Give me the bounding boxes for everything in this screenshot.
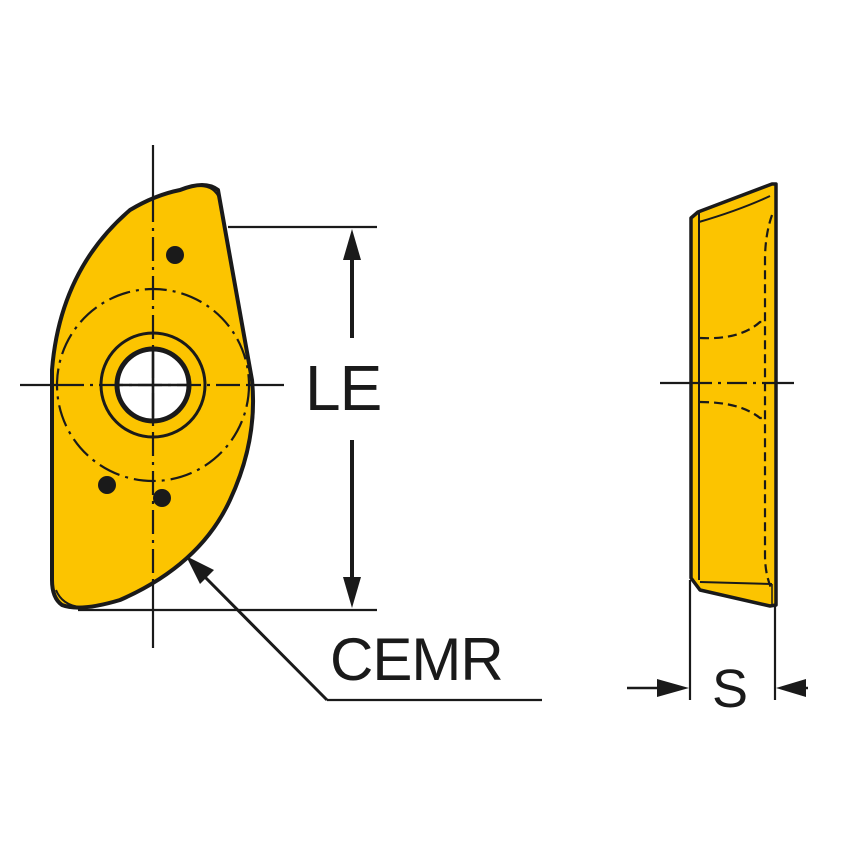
cemr-label: CEMR [330,626,504,693]
side-view [660,182,794,608]
arrow-left-icon [776,679,806,697]
le-dimension [78,225,377,612]
le-label: LE [305,352,382,424]
arrow-down-icon [343,577,361,608]
s-label: S [712,659,749,719]
leader-arrow-icon [186,556,214,584]
cemr-leader [186,556,542,702]
arrow-right-icon [657,679,689,697]
marker-dot [166,246,184,264]
s-dimension [627,580,808,700]
hidden-line-upper [699,320,765,340]
front-view [20,145,284,648]
marker-dot [153,489,171,507]
hidden-line-outer [763,214,774,591]
hidden-line-lower [699,400,765,420]
marker-dot [98,476,116,494]
insert-body-side [689,182,778,608]
arrow-up-icon [343,229,361,260]
